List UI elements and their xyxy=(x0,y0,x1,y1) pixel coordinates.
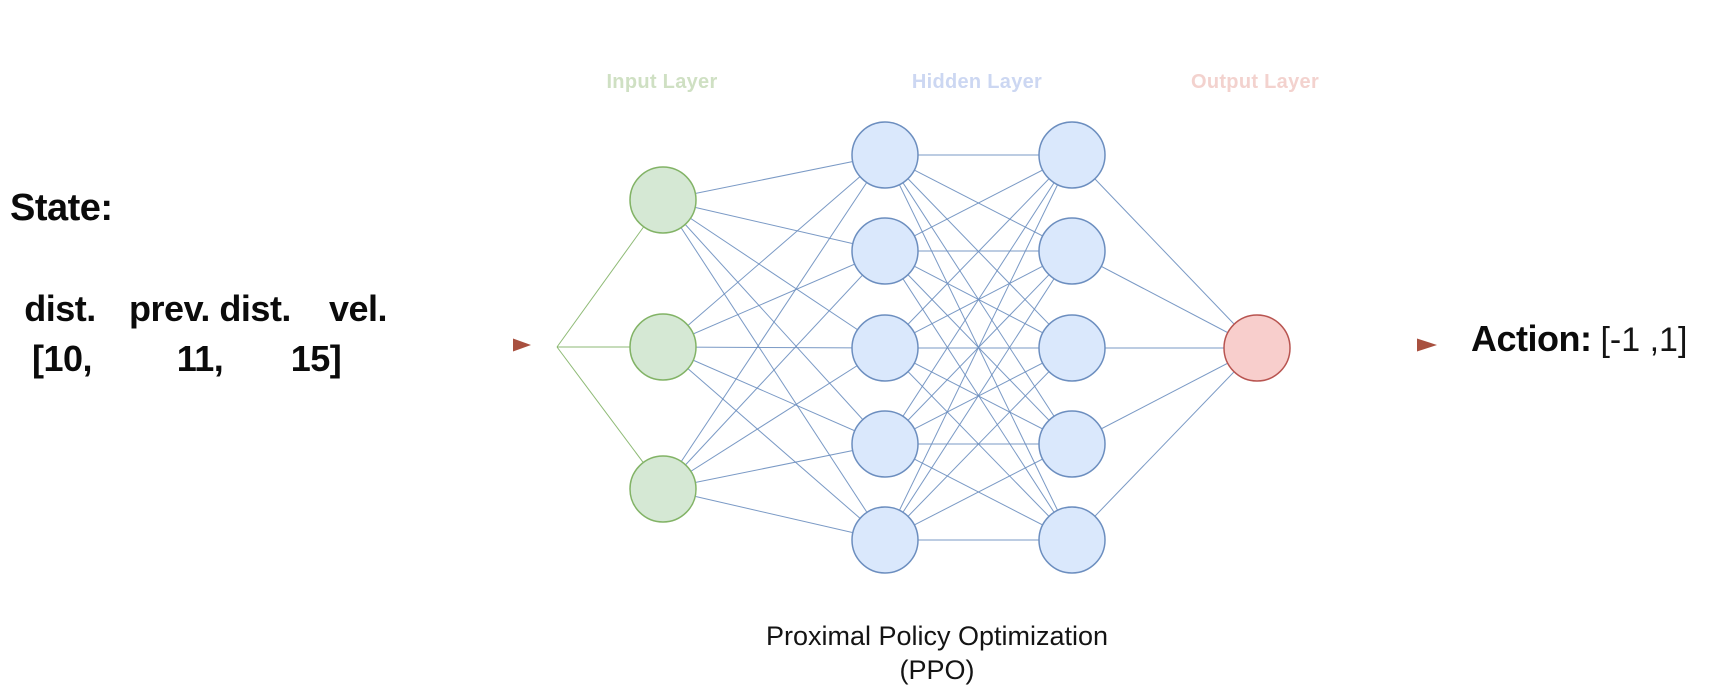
action-text: Action: [-1 ,1] xyxy=(1471,318,1688,359)
input-node-3 xyxy=(629,455,697,523)
connection-line xyxy=(662,250,886,348)
hidden-layer-label: Hidden Layer xyxy=(911,71,1043,93)
hidden2-node-3 xyxy=(1038,314,1106,382)
connection-line xyxy=(662,346,886,445)
hidden1-node-2 xyxy=(851,217,919,285)
action-label: Action: xyxy=(1471,318,1592,359)
hidden1-node-3 xyxy=(851,314,919,382)
connection-line xyxy=(662,347,886,490)
connection-line xyxy=(1071,347,1258,541)
connection-line xyxy=(662,199,886,349)
state-field-prev-dist-label: prev. dist. xyxy=(129,288,291,329)
connection-line xyxy=(662,346,886,541)
connection-line xyxy=(1071,154,1258,349)
hidden2-node-5 xyxy=(1038,506,1106,574)
state-title: State: xyxy=(10,187,113,229)
connection-line xyxy=(662,346,886,349)
connection-line xyxy=(884,154,1073,252)
state-field-vel-value: 15] xyxy=(290,338,342,379)
state-to-network-arrow xyxy=(444,338,531,352)
caption-line2: (PPO) xyxy=(899,654,975,685)
connection-line xyxy=(662,443,886,490)
arrowhead-right-icon xyxy=(1417,338,1437,352)
input-layer-label: Input Layer xyxy=(606,71,718,93)
network-to-action-arrow xyxy=(1348,338,1437,352)
connection-line xyxy=(884,154,1073,349)
connection-line xyxy=(884,347,1073,541)
output-layer-label: Output Layer xyxy=(1190,71,1320,93)
hidden2-node-2 xyxy=(1038,217,1106,285)
hidden2-node-1 xyxy=(1038,121,1106,189)
hidden1-node-4 xyxy=(851,410,919,478)
connection-line xyxy=(662,250,886,490)
diagram-caption: Proximal Policy Optimization (PPO) xyxy=(766,620,1108,686)
connection-line xyxy=(662,154,886,490)
connection-line xyxy=(884,443,1073,541)
connection-line xyxy=(884,154,1073,541)
input-node-2 xyxy=(629,313,697,381)
connection-line xyxy=(1071,347,1258,445)
connection-line xyxy=(884,250,1073,541)
connection-line xyxy=(662,154,886,201)
state-field-dist-label: dist. xyxy=(24,288,96,329)
hidden1-node-1 xyxy=(851,121,919,189)
connection-line xyxy=(1071,250,1258,349)
state-field-dist-value: [10, xyxy=(31,338,93,379)
arrowhead-right-icon xyxy=(513,338,531,352)
hidden2-node-4 xyxy=(1038,410,1106,478)
connection-line xyxy=(662,199,886,252)
state-field-prev-dist-value: 11, xyxy=(176,338,224,379)
connection-line xyxy=(884,154,1073,445)
nodes-layer xyxy=(629,121,1291,574)
action-range: [-1 ,1] xyxy=(1600,321,1688,359)
input-node-1 xyxy=(629,166,697,234)
output-node-1 xyxy=(1223,314,1291,382)
caption-line1: Proximal Policy Optimization xyxy=(765,621,1109,651)
connection-line xyxy=(662,154,886,348)
state-field-vel-label: vel. xyxy=(328,288,388,329)
hidden1-node-5 xyxy=(851,506,919,574)
edges-layer xyxy=(556,154,1258,541)
connection-line xyxy=(662,488,886,541)
